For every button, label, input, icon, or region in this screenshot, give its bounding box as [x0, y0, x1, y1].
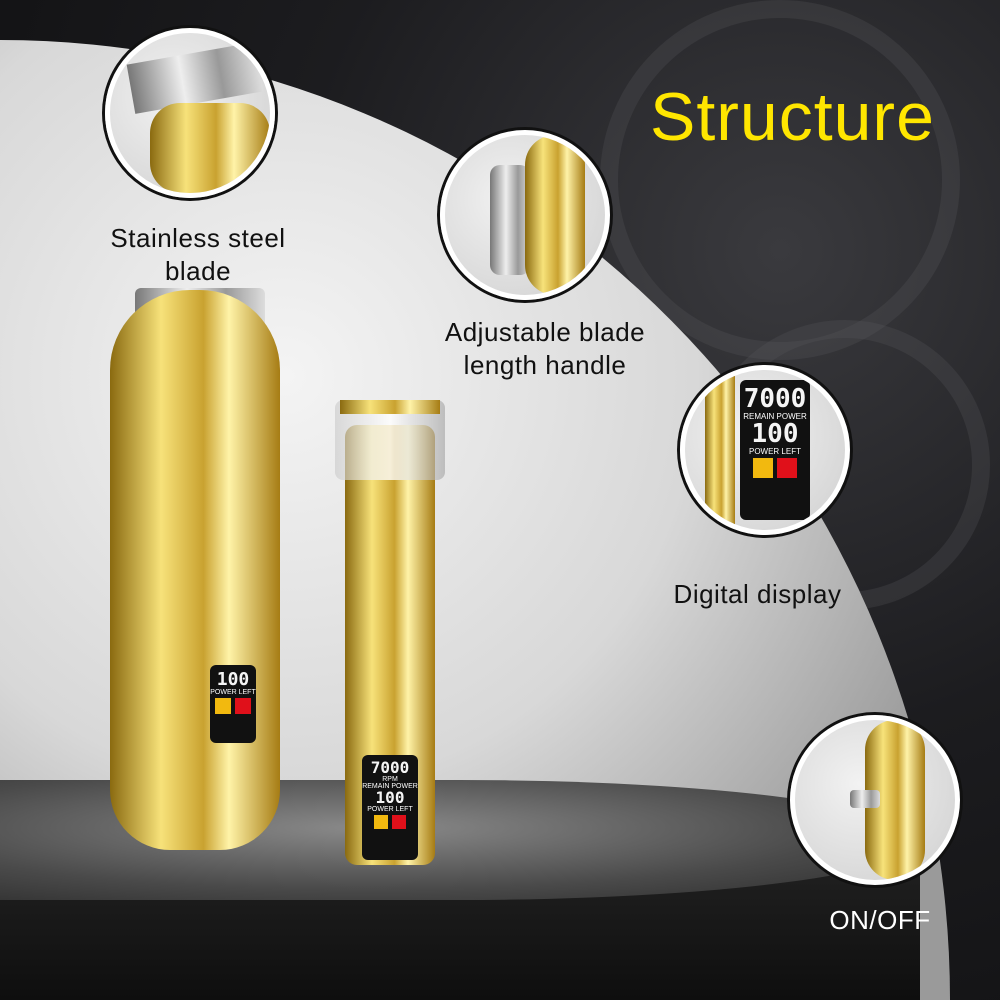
trimmer-product: 7000 RPM REMAIN POWER 100 POWER LEFT [345, 425, 435, 865]
trimmer-display: 7000 RPM REMAIN POWER 100 POWER LEFT [362, 755, 418, 860]
mode-icon [215, 698, 231, 714]
power-icon [235, 698, 251, 714]
callout-label-display: Digital display [673, 579, 842, 609]
power-icon [777, 458, 797, 478]
display-closeup: 7000 REMAIN POWER 100 POWER LEFT [680, 365, 850, 535]
mode-icon [753, 458, 773, 478]
handle-closeup [440, 130, 610, 300]
power-icon [392, 815, 406, 829]
clipper-product: 100 POWER LEFT [110, 290, 280, 850]
callout-label-switch: ON/OFF [829, 905, 931, 935]
page-title: Structure [650, 79, 935, 155]
switch-closeup [790, 715, 960, 885]
clipper-display: 100 POWER LEFT [210, 665, 256, 743]
blade-closeup [105, 28, 275, 198]
mode-icon [374, 815, 388, 829]
trimmer-t-blade [340, 400, 440, 414]
